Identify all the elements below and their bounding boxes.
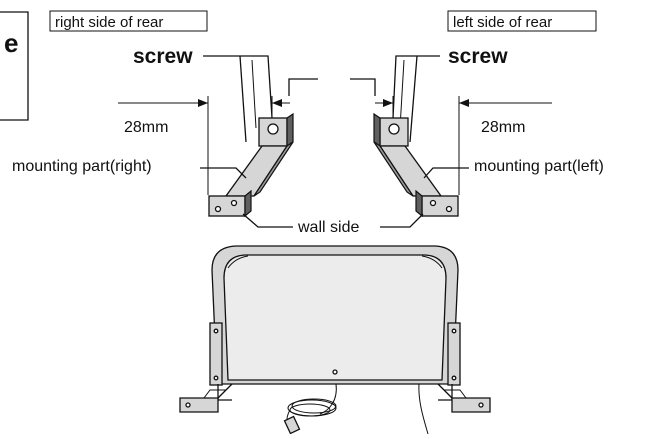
dimension-left: 28mm — [481, 119, 525, 136]
mounting-part-right-label: mounting part(right) — [12, 158, 152, 175]
mounting-part-left-label: mounting part(left) — [474, 158, 604, 175]
dimension-marker-left — [375, 96, 552, 195]
screw-leader-left — [392, 55, 440, 143]
dimension-marker-right — [118, 96, 290, 195]
wall-side-label: wall side — [297, 219, 359, 236]
screw-leader-right — [203, 55, 273, 143]
mounting-bracket-right — [208, 112, 294, 218]
mounting-bracket-left — [373, 112, 459, 218]
right-rear-label: right side of rear — [55, 14, 163, 31]
left-rear-label-box: left side of rear — [447, 10, 597, 32]
mounting-part-left-leader — [423, 167, 469, 179]
wall-side-leader-left — [380, 213, 424, 228]
screw-label-right: screw — [133, 45, 193, 68]
heater-unit — [179, 245, 491, 413]
center-lines — [288, 78, 376, 96]
right-rear-label-box: right side of rear — [49, 10, 208, 32]
note-box: e — [0, 11, 29, 121]
wall-side-leader-right — [242, 213, 293, 228]
power-cord — [283, 383, 429, 435]
screw-label-left: screw — [448, 45, 508, 68]
mounting-part-right-leader — [200, 167, 247, 179]
dimension-right: 28mm — [124, 119, 168, 136]
left-rear-label: left side of rear — [453, 14, 552, 31]
note-box-text: e — [4, 28, 18, 58]
